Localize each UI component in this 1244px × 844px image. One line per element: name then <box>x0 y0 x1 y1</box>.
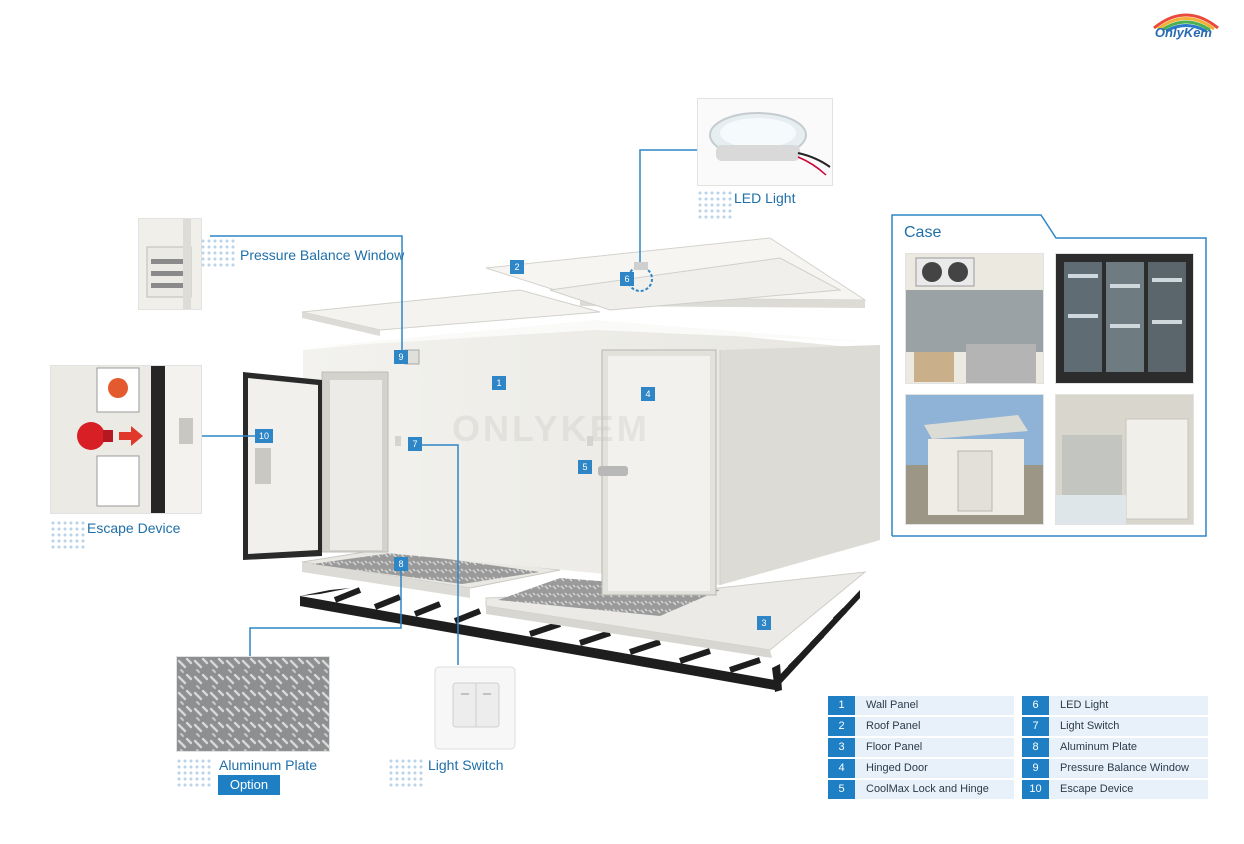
case-photo-outdoor-room <box>905 394 1044 525</box>
legend-label: Light Switch <box>1060 720 1120 732</box>
pressure-window-label: Pressure Balance Window <box>240 247 405 263</box>
legend-number: 9 <box>1022 759 1049 778</box>
legend-number: 7 <box>1022 717 1049 736</box>
marker-2: 2 <box>510 260 524 274</box>
entrance-opening <box>321 371 389 553</box>
legend-row: 2 Roof Panel <box>828 717 1014 736</box>
legend-label: Pressure Balance Window <box>1060 762 1190 774</box>
legend-row: 5 CoolMax Lock and Hinge <box>828 780 1014 799</box>
legend-row: 7 Light Switch <box>1022 717 1208 736</box>
escape-device-photo <box>50 365 202 514</box>
brand-logo <box>1146 6 1226 46</box>
aluminum-plate-photo <box>176 656 330 752</box>
legend-row: 3 Floor Panel <box>828 738 1014 757</box>
marker-10: 10 <box>255 429 273 443</box>
case-photo-supermarket-room <box>1055 394 1194 525</box>
watermark: ONLYKEM <box>452 408 650 449</box>
legend-row: 9 Pressure Balance Window <box>1022 759 1208 778</box>
legend-label: Floor Panel <box>866 741 923 753</box>
legend-number: 4 <box>828 759 855 778</box>
pressure-window-photo <box>138 218 202 310</box>
marker-5: 5 <box>578 460 592 474</box>
escape-door <box>243 372 322 560</box>
legend-number: 5 <box>828 780 855 799</box>
legend-label: CoolMax Lock and Hinge <box>866 783 989 795</box>
legend-row: 8 Aluminum Plate <box>1022 738 1208 757</box>
case-photo-display-freezers <box>1055 253 1194 384</box>
hinged-door-drawing <box>598 349 717 596</box>
case-title: Case <box>904 224 942 241</box>
led-light-label: LED Light <box>734 190 796 206</box>
legend-number: 3 <box>828 738 855 757</box>
marker-9: 9 <box>394 350 408 364</box>
marker-8: 8 <box>394 557 408 571</box>
light-switch-label: Light Switch <box>428 757 504 773</box>
marker-4: 4 <box>641 387 655 401</box>
brand-logo-text: OnlyKem <box>1154 25 1212 40</box>
legend-label: Wall Panel <box>866 699 919 711</box>
legend-row: 1 Wall Panel <box>828 696 1014 715</box>
marker-7: 7 <box>408 437 422 451</box>
option-tag: Option <box>218 775 280 795</box>
base-frame <box>300 588 860 692</box>
led-light-photo <box>697 98 833 186</box>
marker-6: 6 <box>620 272 634 286</box>
legend-row: 4 Hinged Door <box>828 759 1014 778</box>
legend-number: 10 <box>1022 780 1049 799</box>
legend-number: 1 <box>828 696 855 715</box>
legend-label: Roof Panel <box>866 720 921 732</box>
legend-row: 10 Escape Device <box>1022 780 1208 799</box>
legend-number: 6 <box>1022 696 1049 715</box>
legend-label: Aluminum Plate <box>1060 741 1138 753</box>
roof-panels <box>301 237 867 336</box>
legend-number: 8 <box>1022 738 1049 757</box>
case-photo-compressor-room <box>905 253 1044 384</box>
case-frame <box>891 214 1207 537</box>
legend-label: LED Light <box>1060 699 1109 711</box>
legend-label: Escape Device <box>1060 783 1134 795</box>
marker-1: 1 <box>492 376 506 390</box>
marker-3: 3 <box>757 616 771 630</box>
aluminum-plate-label: Aluminum Plate <box>219 757 318 773</box>
legend-number: 2 <box>828 717 855 736</box>
light-switch-photo <box>431 665 519 753</box>
escape-device-label: Escape Device <box>87 520 181 536</box>
legend-row: 6 LED Light <box>1022 696 1208 715</box>
legend-label: Hinged Door <box>866 762 928 774</box>
